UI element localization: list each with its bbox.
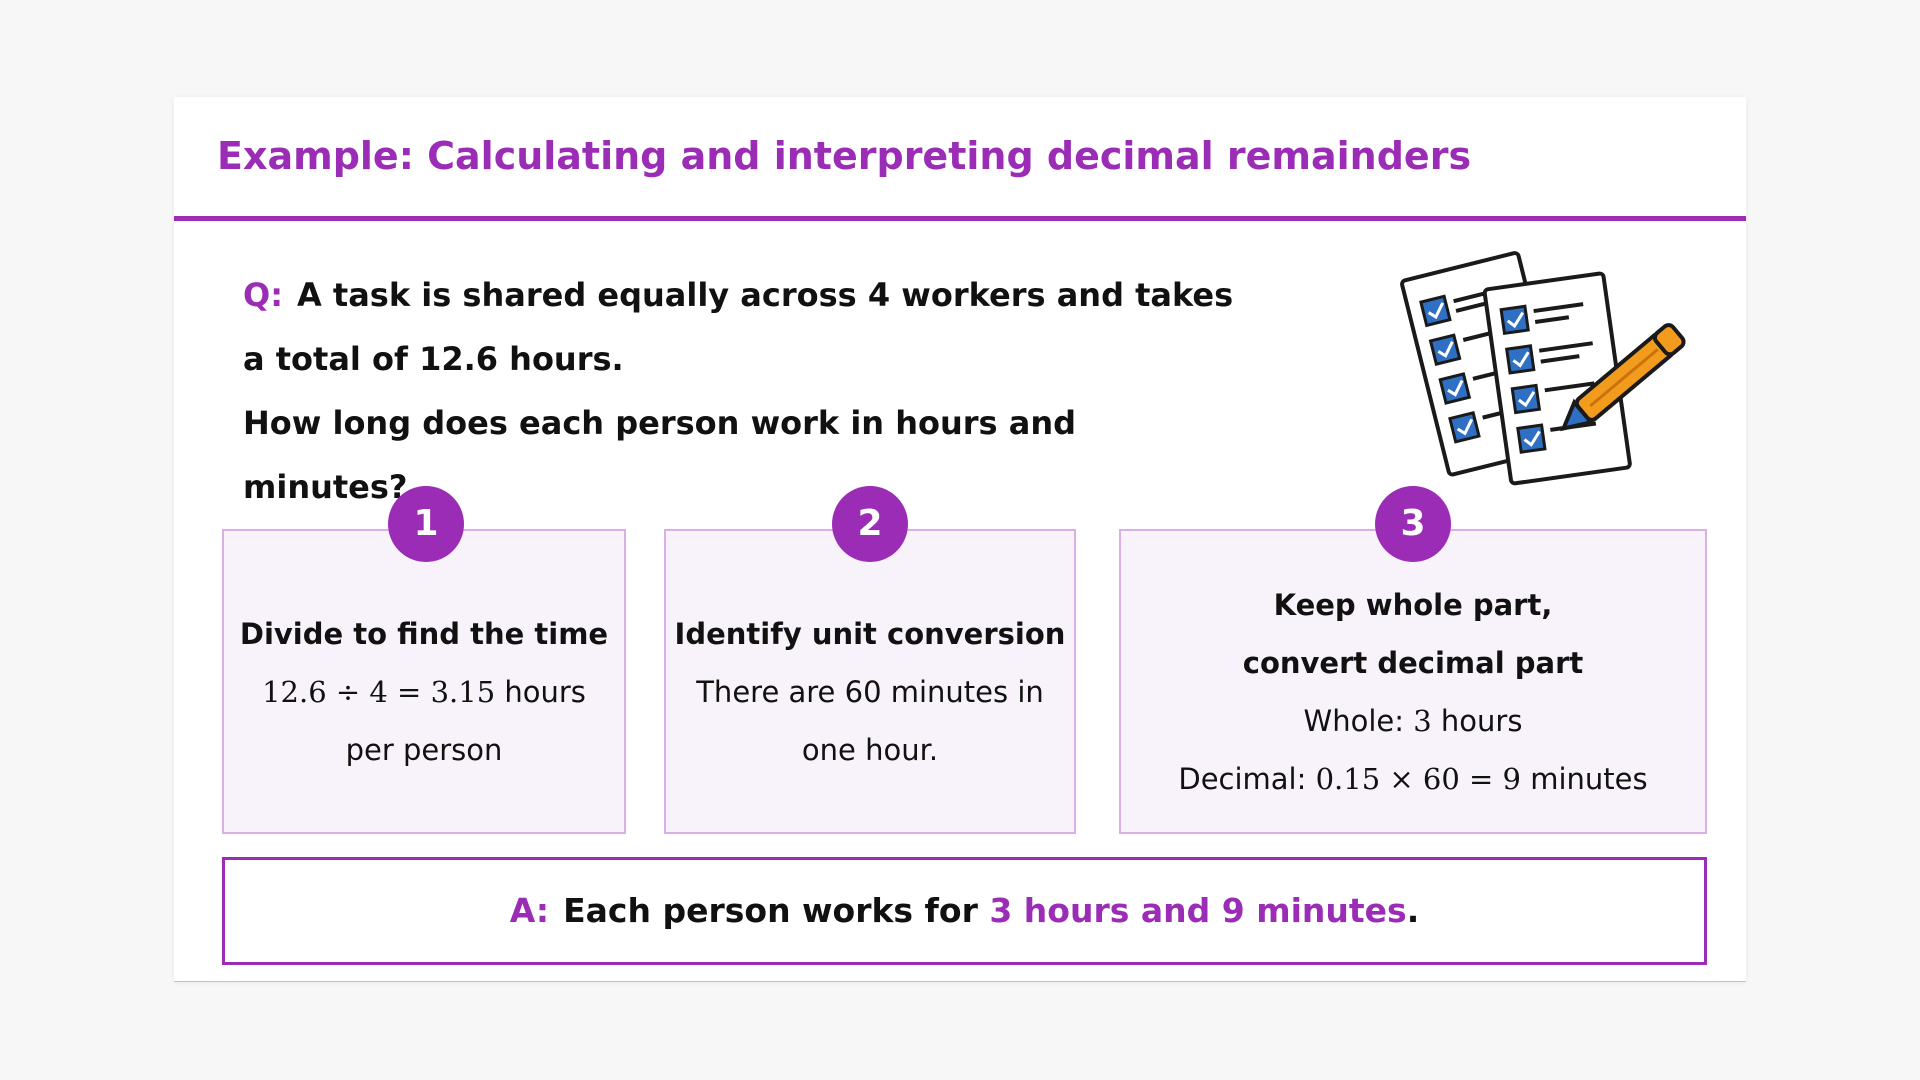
step-3-whole-math: 3 — [1413, 703, 1432, 738]
step-3-heading-line-2: convert decimal part — [1242, 645, 1584, 680]
question-text-1: A task is shared equally across 4 worker… — [297, 276, 1234, 314]
checklist-with-pencil-icon — [1400, 251, 1686, 486]
question-line-2: a total of 12.6 hours. — [243, 340, 624, 378]
step-3-whole-unit: hours — [1431, 703, 1523, 738]
answer-highlight: 3 hours and 9 minutes — [989, 891, 1407, 930]
step-1-badge: 1 — [388, 486, 464, 562]
slide-title: Example: Calculating and interpreting de… — [217, 134, 1472, 178]
step-3-decimal-math: 0.15 × 60 = 9 — [1315, 761, 1522, 796]
step-3-heading-line-1: Keep whole part, — [1273, 587, 1553, 622]
step-3-badge: 3 — [1375, 486, 1451, 562]
question-block: Q: A task is shared equally across 4 work… — [243, 263, 1243, 519]
step-2-heading: Identify unit conversion — [674, 616, 1066, 651]
question-label: Q: — [243, 276, 283, 314]
step-3-decimal-line: Decimal: 0.15 × 60 = 9 minutes — [1178, 750, 1647, 808]
step-1-body-line-1: 12.6 ÷ 4 = 3.15 hours — [262, 663, 586, 721]
step-1-card: 1 Divide to find the time 12.6 ÷ 4 = 3.1… — [222, 486, 626, 834]
answer-text: Each person works for — [563, 891, 990, 930]
step-1-unit: hours — [495, 674, 586, 709]
title-divider — [174, 216, 1746, 221]
step-3-card: 3 Keep whole part, convert decimal part … — [1119, 486, 1707, 834]
step-3-decimal-label: Decimal: — [1178, 761, 1316, 796]
step-3-whole-line: Whole: 3 hours — [1304, 692, 1523, 750]
step-1-math: 12.6 ÷ 4 = 3.15 — [262, 674, 496, 709]
step-2-card: 2 Identify unit conversion There are 60 … — [664, 486, 1076, 834]
question-line-1: Q: A task is shared equally across 4 work… — [243, 263, 1243, 327]
slide: Example: Calculating and interpreting de… — [174, 97, 1746, 982]
step-3-decimal-unit: minutes — [1521, 761, 1648, 796]
question-line-3: How long does each person work in hours … — [243, 404, 1076, 506]
answer-end: . — [1406, 891, 1420, 930]
step-2-body-line-1: There are 60 minutes in — [696, 674, 1044, 709]
answer-label: A: — [509, 891, 550, 930]
step-1-body-line-2: per person — [345, 732, 503, 767]
answer-box: A: Each person works for 3 hours and 9 mi… — [222, 857, 1707, 965]
step-3-whole-label: Whole: — [1303, 703, 1414, 738]
step-2-body-line-2: one hour. — [801, 732, 939, 767]
step-1-heading: Divide to find the time — [239, 616, 609, 651]
step-2-badge: 2 — [832, 486, 908, 562]
